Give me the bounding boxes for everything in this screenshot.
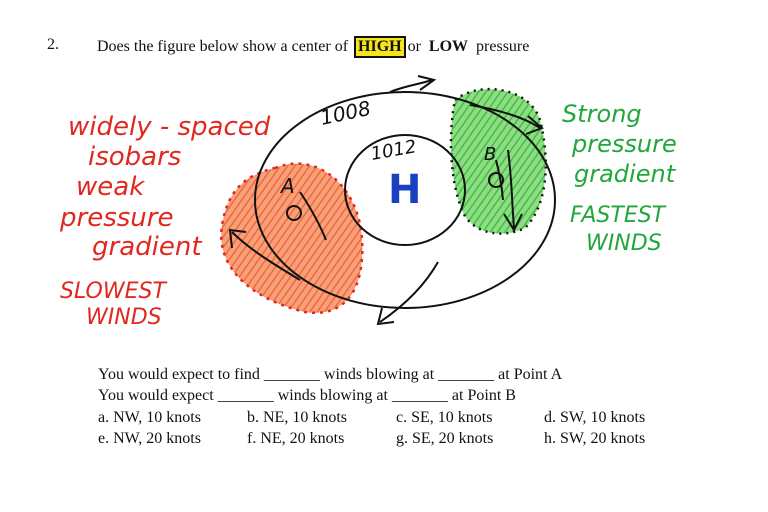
question-suffix: pressure xyxy=(476,38,530,55)
option-low: LOW xyxy=(428,38,469,55)
question-number: 2. xyxy=(47,36,59,53)
wind-arrow-right-down xyxy=(507,149,515,229)
wind-arrow-bottom xyxy=(379,261,439,323)
left-note-line-4: pressure xyxy=(59,203,173,233)
right-note-line-1: Strong xyxy=(562,100,642,128)
wind-arrowhead-bottom xyxy=(376,307,395,326)
left-note-line-5: gradient xyxy=(92,232,202,262)
wind-arrow-top xyxy=(389,79,433,93)
question-or: or xyxy=(407,38,421,55)
wind-arrow-point-b xyxy=(495,159,504,201)
wind-arrowhead-right-down xyxy=(503,213,523,233)
slowest-winds-line-2: WINDS xyxy=(86,305,162,330)
option-high: HIGH xyxy=(354,36,406,58)
isobar-outer xyxy=(254,91,556,309)
right-note-line-3: gradient xyxy=(574,160,677,188)
isobar-inner xyxy=(344,134,466,246)
left-note-line-2: isobars xyxy=(88,142,181,172)
choice-d: d. SW, 10 knots xyxy=(544,409,646,426)
point-b-marker xyxy=(488,172,504,188)
fastest-winds-line-2: WINDS xyxy=(586,231,662,256)
point-b-label: B xyxy=(484,144,496,165)
isobar-outer-label: 1008 xyxy=(318,96,373,130)
choice-f: f. NE, 20 knots xyxy=(247,430,345,447)
question-text: Does the figure below show a center of H… xyxy=(97,36,529,58)
choice-h: h. SW, 20 knots xyxy=(544,430,646,447)
wind-arrow-left xyxy=(231,231,301,281)
choice-a: a. NW, 10 knots xyxy=(98,409,201,426)
sentence-point-a: You would expect to find _______ winds b… xyxy=(98,366,563,383)
left-note-line-3: weak xyxy=(76,172,145,202)
strong-gradient-region xyxy=(449,87,547,235)
wind-arrowhead-right xyxy=(525,115,544,135)
fastest-winds-line-1: FASTEST xyxy=(570,203,667,228)
choice-b: b. NE, 10 knots xyxy=(247,409,347,426)
wind-arrowhead-left xyxy=(228,228,247,249)
wind-arrow-right xyxy=(469,104,541,129)
question-prefix: Does the figure below show a center of xyxy=(97,38,349,55)
high-center-label: H xyxy=(388,167,421,213)
right-note-line-2: pressure xyxy=(571,130,677,158)
choice-g: g. SE, 20 knots xyxy=(396,430,494,447)
slowest-winds-line-1: SLOWEST xyxy=(60,279,167,304)
wind-arrow-point-a xyxy=(299,191,327,241)
left-note-line-1: widely - spaced xyxy=(68,112,271,142)
sentence-point-b: You would expect _______ winds blowing a… xyxy=(98,387,516,404)
choice-e: e. NW, 20 knots xyxy=(98,430,201,447)
wind-arrowhead-top xyxy=(417,75,437,91)
point-a-label: A xyxy=(279,174,295,198)
choice-c: c. SE, 10 knots xyxy=(396,409,493,426)
point-a-marker xyxy=(286,205,302,221)
weak-gradient-region xyxy=(219,162,364,315)
